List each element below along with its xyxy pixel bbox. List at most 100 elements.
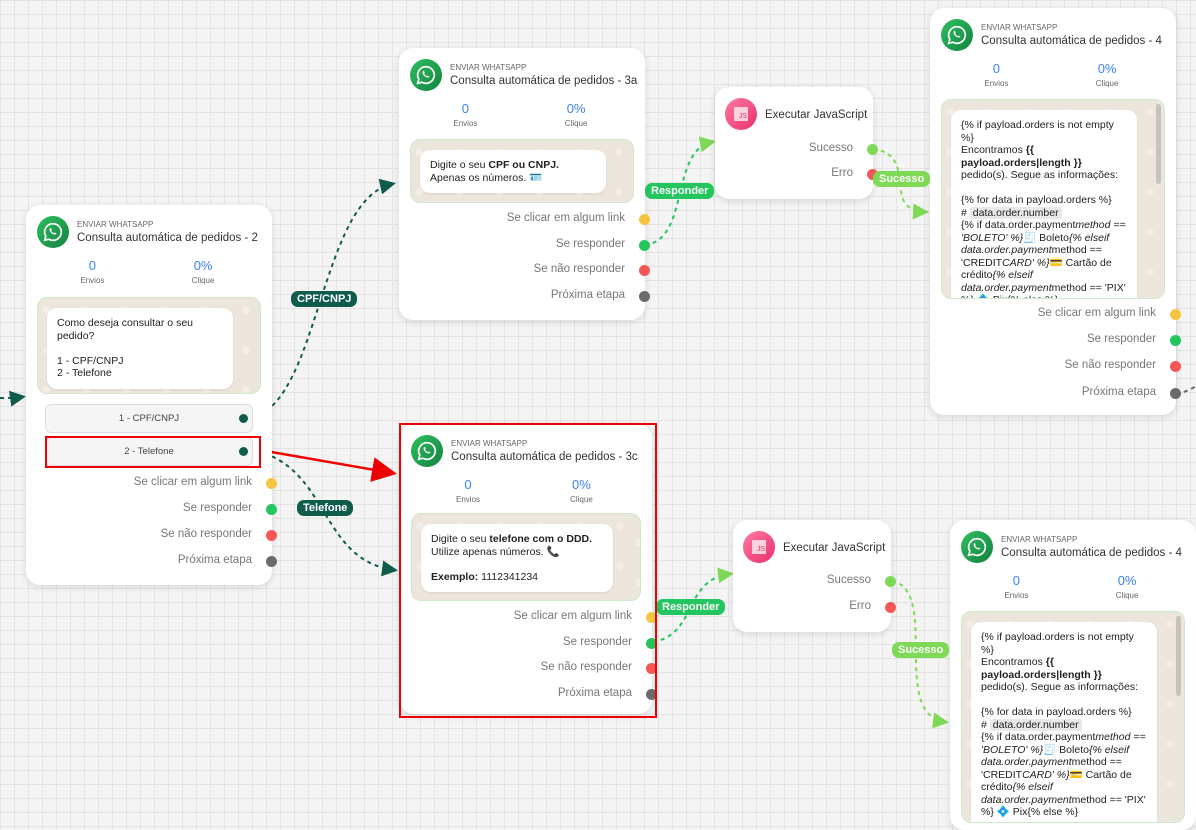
output-handle[interactable]: [1170, 335, 1181, 346]
choice-button[interactable]: 1 - CPF/CNPJ: [45, 404, 253, 433]
choice-label: 1 - CPF/CNPJ: [118, 413, 180, 424]
message-preview[interactable]: Digite o seu CPF ou CNPJ. Apenas os núme…: [410, 139, 634, 203]
whatsapp-icon: [941, 19, 973, 51]
scrollbar[interactable]: [1156, 104, 1161, 184]
output-next: Próxima etapa: [1081, 386, 1156, 398]
output-handle[interactable]: [1170, 361, 1181, 372]
node-kind-label: ENVIAR WHATSAPP: [451, 439, 528, 448]
output-link: Se clicar em algum link: [133, 476, 252, 488]
clique-label: Clique: [191, 276, 215, 285]
node-title: Consulta automática de pedidos - 3c: [451, 451, 638, 463]
node-kind-label: ENVIAR WHATSAPP: [981, 23, 1058, 32]
whatsapp-node[interactable]: ENVIAR WHATSAPP Consulta automática de pe…: [930, 8, 1181, 415]
whatsapp-icon: [37, 216, 69, 248]
output-handle[interactable]: [1170, 309, 1181, 320]
output-handle[interactable]: [1170, 388, 1181, 399]
envios-label: Envios: [1004, 591, 1029, 600]
stat-clique: 0% Clique: [163, 258, 243, 285]
node-title: Consulta automática de pedidos - 4: [1001, 547, 1182, 559]
stat-clique: 0%Clique: [541, 477, 621, 504]
node-title: Consulta automática de pedidos - 3a: [450, 75, 638, 87]
output-handle[interactable]: [646, 612, 657, 623]
whatsapp-icon: [410, 59, 442, 91]
envios-label: Envios: [80, 276, 105, 285]
output-next: Próxima etapa: [557, 687, 632, 699]
edge-label-sucesso-2[interactable]: Sucesso: [892, 642, 950, 658]
output-handle[interactable]: [646, 689, 657, 700]
output-link: Se clicar em algum link: [513, 610, 632, 622]
output-responder: Se responder: [1086, 333, 1156, 345]
output-handle[interactable]: [885, 576, 896, 587]
edge-label-telefone[interactable]: Telefone: [297, 500, 354, 516]
highlight-arrow: [259, 448, 397, 482]
choice-button[interactable]: 2 - Telefone: [45, 437, 253, 466]
output-no-reply: Se não responder: [160, 528, 252, 540]
whatsapp-node[interactable]: ENVIAR WHATSAPP Consulta automática de pe…: [950, 520, 1196, 830]
message-preview[interactable]: Digite o seu telefone com o DDD.Utilize …: [411, 513, 641, 601]
envios-value: 0: [88, 258, 97, 273]
output-erro: Erro: [831, 167, 853, 179]
message-preview[interactable]: Como deseja consultar o seu pedido? 1 - …: [37, 297, 261, 394]
output-handle[interactable]: [266, 504, 277, 515]
output-link: Se clicar em algum link: [506, 212, 625, 224]
output-handle[interactable]: [646, 638, 657, 649]
clique-value: 0%: [193, 258, 213, 273]
javascript-icon: JS: [743, 531, 775, 563]
edge-label-responder-2[interactable]: Responder: [656, 599, 726, 615]
js-icon-text: JS: [734, 107, 748, 121]
edge-label-sucesso-1[interactable]: Sucesso: [873, 171, 931, 187]
envios-value: 0: [464, 477, 472, 492]
output-handle[interactable]: [646, 663, 657, 674]
output-handle[interactable]: [266, 556, 277, 567]
edge-telefone: [256, 450, 398, 577]
whatsapp-icon: [411, 435, 443, 467]
node-kind-label: ENVIAR WHATSAPP: [77, 220, 154, 229]
scrollbar[interactable]: [1176, 616, 1181, 696]
output-handle[interactable]: [885, 602, 896, 613]
edge-label-cpf[interactable]: CPF/CNPJ: [291, 291, 358, 307]
clique-label: Clique: [1115, 591, 1139, 600]
output-handle[interactable]: [266, 530, 277, 541]
node-kind-label: ENVIAR WHATSAPP: [1001, 535, 1078, 544]
message-bubble: Digite o seu CPF ou CNPJ. Apenas os núme…: [420, 150, 606, 193]
envios-label: Envios: [456, 495, 481, 504]
clique-value: 0%: [572, 477, 591, 492]
output-handle[interactable]: [639, 240, 650, 251]
output-responder: Se responder: [182, 502, 252, 514]
output-no-reply: Se não responder: [540, 661, 632, 673]
node-title: Consulta automática de pedidos - 4: [981, 35, 1162, 47]
output-handle[interactable]: [266, 478, 277, 489]
output-next: Próxima etapa: [550, 289, 625, 301]
output-handle[interactable]: [867, 169, 878, 180]
envios-label: Envios: [453, 119, 478, 128]
edge-label-responder-1[interactable]: Responder: [645, 183, 715, 199]
choice-handle[interactable]: [239, 447, 248, 456]
output-handle[interactable]: [639, 265, 650, 276]
message-bubble: Como deseja consultar o seu pedido? 1 - …: [47, 308, 233, 389]
message-bubble: Digite o seu telefone com o DDD.Utilize …: [421, 524, 613, 592]
stat-clique: 0%Clique: [536, 101, 616, 128]
output-handle[interactable]: [867, 144, 878, 155]
message-preview[interactable]: {% if payload.orders is not empty %}Enco…: [941, 99, 1165, 299]
output-handle[interactable]: [639, 291, 650, 302]
whatsapp-node[interactable]: ENVIAR WHATSAPP Consulta automática de pe…: [400, 424, 657, 714]
stat-clique: 0%Clique: [1087, 573, 1167, 600]
output-responder: Se responder: [562, 636, 632, 648]
output-no-reply: Se não responder: [1064, 359, 1156, 371]
clique-label: Clique: [564, 119, 588, 128]
javascript-icon: JS: [725, 98, 757, 130]
choice-handle[interactable]: [239, 414, 248, 423]
output-erro: Erro: [849, 600, 871, 612]
output-handle[interactable]: [639, 214, 650, 225]
output-sucesso: Sucesso: [826, 574, 871, 586]
js-icon-text: JS: [752, 540, 766, 554]
output-responder: Se responder: [555, 238, 625, 250]
message-preview[interactable]: {% if payload.orders is not empty %}Enco…: [961, 611, 1185, 823]
